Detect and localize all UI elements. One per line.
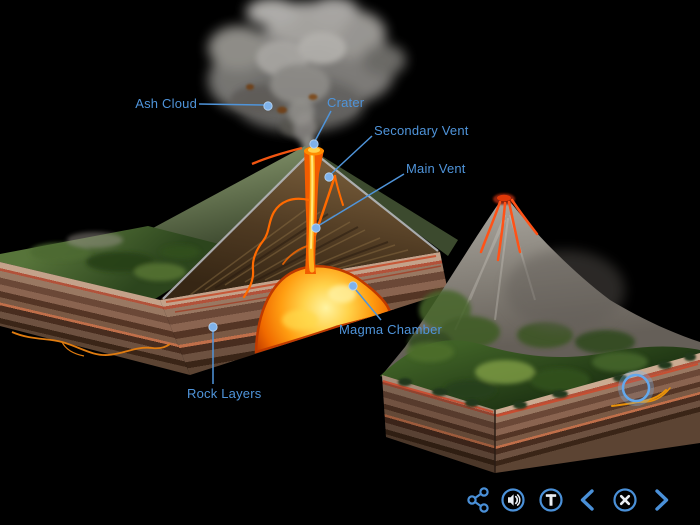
- label-crater: Crater: [327, 95, 365, 110]
- volcano-right-ridge: [312, 150, 458, 256]
- letter-t-icon: [539, 488, 563, 512]
- share-icon: [467, 487, 489, 513]
- share-button[interactable]: [462, 484, 494, 516]
- label-magma-chamber: Magma Chamber: [339, 322, 443, 337]
- hotspot-dot-rock-layers[interactable]: [208, 322, 218, 332]
- labels-toggle-button[interactable]: [535, 484, 567, 516]
- tephra-specks: [246, 84, 318, 114]
- audio-icon: [501, 488, 525, 512]
- volcano-left-flank: [140, 146, 322, 264]
- main-vent-conduit: [242, 146, 344, 299]
- lava-vein-right: [611, 387, 671, 407]
- leader-line-secondary-vent: [330, 135, 373, 175]
- summit-crater: [479, 193, 539, 262]
- lava-vein-left: [11, 331, 171, 356]
- forest-base: [380, 340, 700, 411]
- hotspot-dot-main-vent[interactable]: [311, 223, 321, 233]
- hotspot-dot-secondary-vent[interactable]: [324, 172, 334, 182]
- ash-cloud: [208, 0, 406, 156]
- label-rock-layers: Rock Layers: [187, 386, 262, 401]
- chevron-right-icon: [655, 489, 669, 511]
- chevron-left-icon: [580, 489, 594, 511]
- label-secondary-vent: Secondary Vent: [374, 123, 469, 138]
- reference-volcano-diagram: [380, 193, 700, 473]
- label-ash-cloud: Ash Cloud: [135, 96, 197, 111]
- block-top-forest-left: [0, 226, 235, 299]
- secondary-vent-branches: [242, 174, 344, 299]
- hotspot-ring[interactable]: [618, 370, 654, 406]
- next-button[interactable]: [645, 484, 677, 516]
- leader-lines: [198, 103, 405, 384]
- leader-line-main-vent: [317, 173, 405, 227]
- label-main-vent: Main Vent: [406, 161, 466, 176]
- cutaway-volcano-diagram: [0, 0, 458, 375]
- leader-line-ash-cloud: [198, 103, 265, 106]
- leader-line-crater: [314, 110, 332, 142]
- previous-button[interactable]: [572, 484, 604, 516]
- audio-button[interactable]: [497, 484, 529, 516]
- hotspot-dot-ash-cloud[interactable]: [263, 101, 273, 111]
- hotspot-dot-magma-chamber[interactable]: [348, 281, 358, 291]
- close-button[interactable]: [609, 484, 641, 516]
- close-x-icon: [613, 488, 637, 512]
- hotspot-dot-crater[interactable]: [309, 139, 319, 149]
- leader-line-magma-chamber: [355, 289, 382, 321]
